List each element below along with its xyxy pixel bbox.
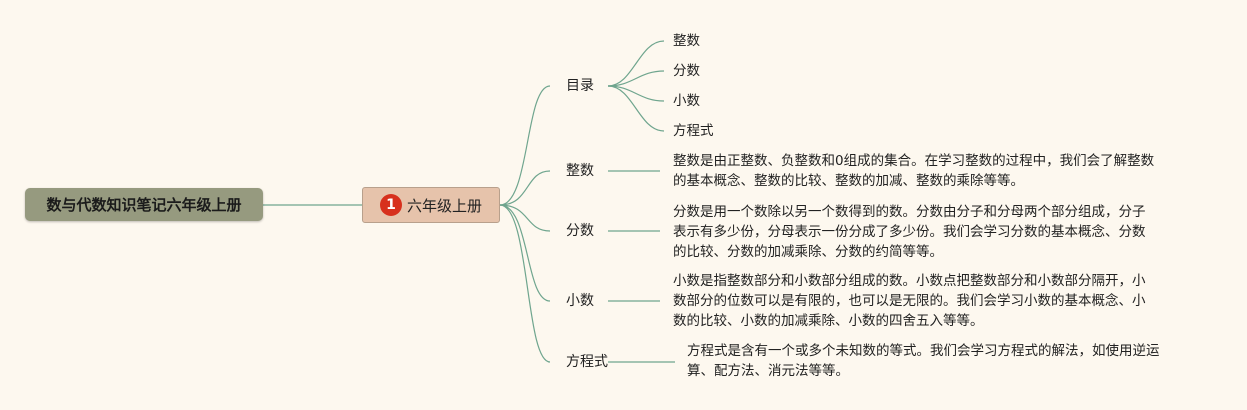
- branch-node-grade6-vol1[interactable]: 1 六年级上册: [362, 187, 500, 223]
- topic-toc[interactable]: 目录: [566, 77, 594, 95]
- branch-topic-connector: [499, 204, 551, 232]
- branch-topic-connector: [499, 170, 551, 206]
- topic-decimals[interactable]: 小数: [566, 292, 594, 310]
- toc-item-fractions[interactable]: 分数: [673, 62, 700, 80]
- note-line: 小数是指整数部分和小数部分组成的数。小数点把整数部分和小数部分隔开，小: [673, 273, 1146, 289]
- toc-leaf-connector: [607, 70, 665, 87]
- topic-fractions[interactable]: 分数: [566, 222, 594, 240]
- note-line: 算、配方法、消元法等等。: [687, 363, 849, 379]
- branch-label: 六年级上册: [406, 196, 482, 215]
- note-line: 分数是用一个数除以另一个数得到的数。分数由分子和分母两个部分组成，分子: [673, 204, 1146, 220]
- note-line: 数部分的位数可以是有限的，也可以是无限的。我们会学习小数的基本概念、小: [673, 293, 1146, 309]
- root-node[interactable]: 数与代数知识笔记六年级上册: [25, 188, 263, 221]
- topic-label: 目录: [566, 78, 594, 94]
- toc-item-decimals[interactable]: 小数: [673, 92, 700, 110]
- topic-equations[interactable]: 方程式: [566, 353, 608, 371]
- note-equations[interactable]: 方程式是含有一个或多个未知数的等式。我们会学习方程式的解法，如使用逆运 算、配方…: [687, 341, 1160, 381]
- topic-label: 方程式: [566, 354, 608, 370]
- note-line: 数的比较、小数的加减乘除、小数的四舍五入等等。: [673, 313, 984, 329]
- toc-item-label: 小数: [673, 93, 700, 109]
- note-decimals[interactable]: 小数是指整数部分和小数部分组成的数。小数点把整数部分和小数部分隔开，小 数部分的…: [673, 271, 1146, 331]
- toc-item-label: 方程式: [673, 123, 714, 139]
- topic-integers[interactable]: 整数: [566, 162, 594, 180]
- branch-topic-connector: [499, 204, 551, 363]
- topic-label: 分数: [566, 223, 594, 239]
- root-label: 数与代数知识笔记六年级上册: [46, 196, 242, 214]
- toc-item-label: 分数: [673, 63, 700, 79]
- note-line: 整数是由正整数、负整数和0组成的集合。在学习整数的过程中，我们会了解整数: [673, 153, 1155, 169]
- toc-leaf-connector: [607, 85, 665, 102]
- toc-item-integers[interactable]: 整数: [673, 32, 700, 50]
- toc-leaf-connector: [607, 40, 665, 87]
- note-line: 的比较、分数的加减乘除、分数的约简等等。: [673, 244, 943, 260]
- branch-topic-connector: [499, 85, 551, 206]
- note-line: 的基本概念、整数的比较、整数的加减、整数的乘除等等。: [673, 173, 1024, 189]
- note-integers[interactable]: 整数是由正整数、负整数和0组成的集合。在学习整数的过程中，我们会了解整数 的基本…: [673, 151, 1154, 191]
- toc-item-label: 整数: [673, 33, 700, 49]
- branch-topic-connector: [499, 204, 551, 302]
- priority-1-icon: 1: [379, 194, 402, 216]
- topic-label: 整数: [566, 163, 594, 179]
- note-line: 表示有多少份，分母表示一份分成了多少份。我们会学习分数的基本概念、分数: [673, 224, 1146, 240]
- toc-item-equations[interactable]: 方程式: [673, 122, 714, 140]
- topic-label: 小数: [566, 293, 594, 309]
- note-line: 方程式是含有一个或多个未知数的等式。我们会学习方程式的解法，如使用逆运: [687, 343, 1160, 359]
- toc-leaf-connector: [607, 85, 665, 132]
- note-fractions[interactable]: 分数是用一个数除以另一个数得到的数。分数由分子和分母两个部分组成，分子 表示有多…: [673, 202, 1146, 262]
